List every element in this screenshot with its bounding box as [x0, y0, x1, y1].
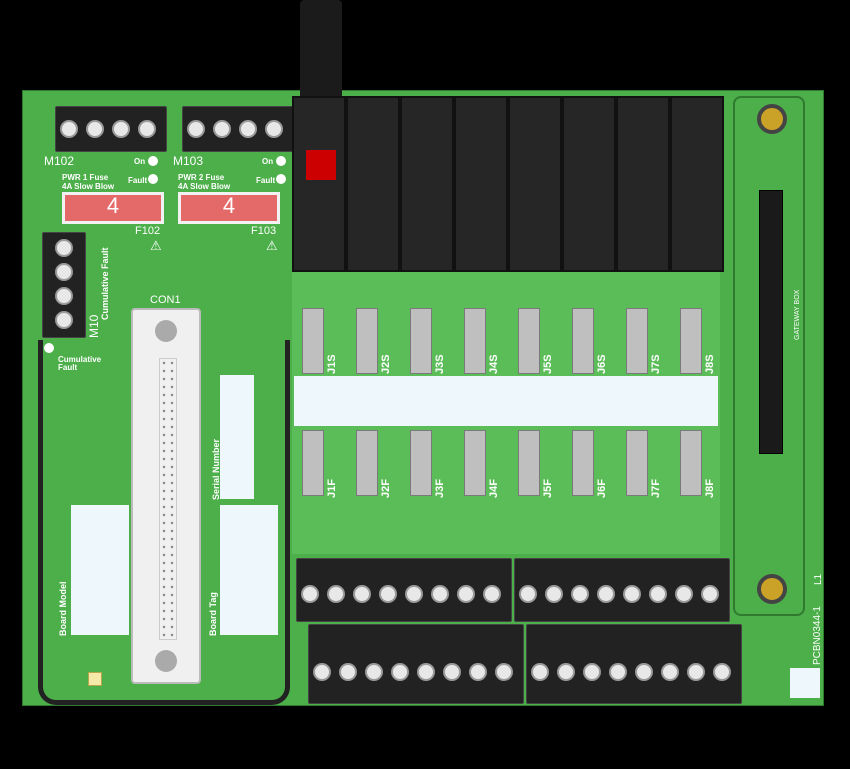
mount-hole-bottom — [757, 574, 787, 604]
header-j1f[interactable] — [302, 430, 324, 496]
label-m10: M10 — [87, 314, 101, 338]
label-j4f: J4F — [488, 479, 500, 498]
channel-label-band — [294, 376, 718, 426]
label-j6s: J6S — [596, 354, 608, 374]
label-j7f: J7F — [650, 479, 662, 498]
header-j7s[interactable] — [626, 308, 648, 374]
relay-module-6[interactable] — [564, 98, 614, 270]
cable-top — [300, 0, 342, 96]
header-j3s[interactable] — [410, 308, 432, 374]
header-j8f[interactable] — [680, 430, 702, 496]
header-j5s[interactable] — [518, 308, 540, 374]
header-j6f[interactable] — [572, 430, 594, 496]
label-j1s: J1S — [326, 354, 338, 374]
qr-sticker — [790, 668, 820, 698]
label-j7s: J7S — [650, 354, 662, 374]
label-part-number: PCBN0344-1 — [812, 606, 823, 665]
led-label-on-1: On — [134, 157, 146, 166]
led-fault-2 — [276, 174, 286, 184]
label-j1f: J1F — [326, 479, 338, 498]
header-j4f[interactable] — [464, 430, 486, 496]
connector-con1[interactable] — [131, 308, 201, 684]
header-j2f[interactable] — [356, 430, 378, 496]
label-j8s: J8S — [704, 354, 716, 374]
serial-number-sticker — [220, 375, 254, 499]
header-j6s[interactable] — [572, 308, 594, 374]
label-f103: F103 — [251, 225, 277, 237]
relay-module-4[interactable] — [456, 98, 506, 270]
led-on-1 — [148, 156, 158, 166]
gateway-header[interactable] — [759, 190, 783, 454]
relay-module-2[interactable] — [348, 98, 398, 270]
relay-module-7[interactable] — [618, 98, 668, 270]
relay-module-3[interactable] — [402, 98, 452, 270]
label-fault: Fault — [58, 363, 78, 372]
mount-hole-top — [757, 104, 787, 134]
led-label-on-2: On — [262, 157, 274, 166]
header-j3f[interactable] — [410, 430, 432, 496]
terminal-row-lower-right[interactable] — [526, 624, 742, 704]
label-m103: M103 — [173, 154, 204, 168]
label-j3f: J3F — [434, 479, 446, 498]
relay-module-5[interactable] — [510, 98, 560, 270]
label-j8f: J8F — [704, 479, 716, 498]
led-fault-1 — [148, 174, 158, 184]
header-j7f[interactable] — [626, 430, 648, 496]
fuse-f103[interactable]: 4 — [178, 192, 280, 224]
relay-module-1[interactable] — [294, 98, 344, 270]
label-j2f: J2F — [380, 479, 392, 498]
header-j8s[interactable] — [680, 308, 702, 374]
led-label-fault-1: Fault — [128, 176, 148, 185]
terminal-row-lower-left[interactable] — [308, 624, 524, 704]
fuse1-title: PWR 1 Fuse — [62, 173, 109, 182]
led-label-fault-2: Fault — [256, 176, 276, 185]
test-point — [88, 672, 102, 686]
label-j4s: J4S — [488, 354, 500, 374]
fuse-f102[interactable]: 4 — [62, 192, 164, 224]
label-board-model: Board Model — [58, 581, 68, 636]
label-j2s: J2S — [380, 354, 392, 374]
label-m102: M102 — [44, 154, 75, 168]
fuse2-title: PWR 2 Fuse — [178, 173, 225, 182]
label-j5s: J5S — [542, 354, 554, 374]
fuse2-desc: 4A Slow Blow — [178, 182, 231, 191]
label-l1: L1 — [813, 573, 824, 585]
terminal-row-upper-right[interactable] — [514, 558, 730, 622]
terminal-m102[interactable] — [55, 106, 167, 152]
label-serial-number: Serial Number — [211, 438, 221, 500]
label-j5f: J5F — [542, 479, 554, 498]
label-board-tag: Board Tag — [208, 592, 218, 636]
board-tag-sticker — [220, 505, 278, 635]
status-led-red — [306, 150, 336, 180]
warn-icon-f103: ⚠ — [266, 238, 278, 253]
label-f102: F102 — [135, 225, 161, 237]
label-gateway-box: GATEWAY BOX — [794, 289, 801, 340]
label-j3s: J3S — [434, 354, 446, 374]
enclosure-outline — [38, 340, 290, 705]
header-j5f[interactable] — [518, 430, 540, 496]
terminal-m10[interactable] — [42, 232, 86, 338]
terminal-row-upper-left[interactable] — [296, 558, 512, 622]
header-j2s[interactable] — [356, 308, 378, 374]
board-model-sticker — [71, 505, 129, 635]
fuse1-desc: 4A Slow Blow — [62, 182, 115, 191]
header-j4s[interactable] — [464, 308, 486, 374]
terminal-m103[interactable] — [182, 106, 294, 152]
label-cumulative: Cumulative — [58, 355, 102, 364]
relay-module-8[interactable] — [672, 98, 722, 270]
label-con1: CON1 — [150, 294, 181, 306]
label-j6f: J6F — [596, 479, 608, 498]
led-on-2 — [276, 156, 286, 166]
label-cumulative-fault-v: Cumulative Fault — [100, 247, 110, 320]
gateway-area — [733, 96, 805, 616]
warn-icon-f102: ⚠ — [150, 238, 162, 253]
header-j1s[interactable] — [302, 308, 324, 374]
